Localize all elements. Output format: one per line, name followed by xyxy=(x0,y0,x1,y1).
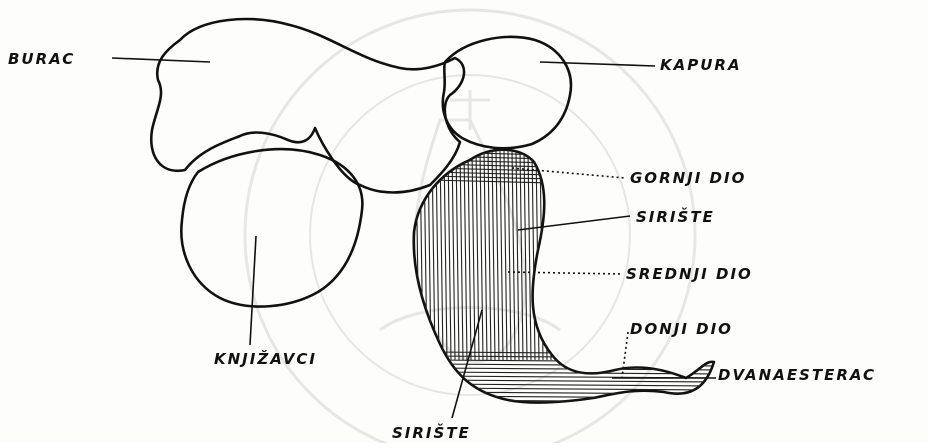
hatch-line xyxy=(444,150,447,360)
label-knjizavci: KNJIŽAVCI xyxy=(214,349,317,368)
hatch-line xyxy=(448,150,451,360)
leader-gornji-dio xyxy=(512,168,625,178)
hatch-line xyxy=(464,150,467,360)
rumen-outline xyxy=(151,19,464,192)
hatch-line xyxy=(552,150,555,360)
label-kapura: KAPURA xyxy=(660,56,742,74)
hatch-line xyxy=(544,150,547,360)
hatch-line xyxy=(428,150,431,360)
hatch-line xyxy=(460,150,463,360)
hatch-line xyxy=(430,380,716,382)
label-burac: BURAC xyxy=(8,50,75,68)
hatch-line xyxy=(548,150,551,360)
label-gornji-dio: GORNJI DIO xyxy=(630,169,746,187)
leader-donji-dio xyxy=(622,332,628,378)
leader-siriste-right xyxy=(518,216,630,230)
reticulum-outline xyxy=(443,37,571,148)
hatch-line xyxy=(430,152,550,155)
hatch-line xyxy=(424,150,427,360)
hatch-line xyxy=(430,396,716,398)
hatch-line xyxy=(452,150,455,360)
label-donji-dio: DONJI DIO xyxy=(630,320,733,338)
leader-kapura xyxy=(540,62,655,66)
hatch-line xyxy=(430,364,716,366)
hatch-line xyxy=(430,352,716,354)
hatch-line xyxy=(456,150,459,360)
label-siriste-right: SIRIŠTE xyxy=(636,206,715,226)
label-dvanaesterac: DVANAESTERAC xyxy=(718,366,876,384)
omasum-outline xyxy=(181,149,362,306)
hatch-line xyxy=(440,150,443,360)
hatch-line xyxy=(512,150,515,360)
hatch-line xyxy=(430,388,716,390)
hatch-line xyxy=(532,150,535,360)
hatch-line xyxy=(430,404,716,406)
label-siriste-bottom: SIRIŠTE xyxy=(392,422,471,442)
label-srednji-dio: SREDNJI DIO xyxy=(626,265,753,283)
hatch-line xyxy=(524,150,527,360)
hatch-line xyxy=(528,150,531,360)
